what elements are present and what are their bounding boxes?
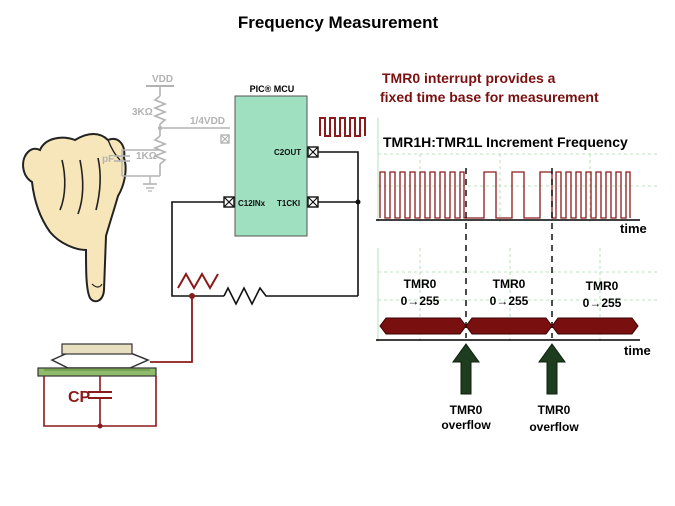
frequency-pulse-train	[379, 171, 631, 219]
cp-label: CP	[68, 389, 91, 406]
pin-c2out-label: C2OUT	[274, 148, 301, 157]
overflow-1-line-1: TMR0	[450, 403, 483, 417]
pin-t1cki	[307, 196, 319, 208]
tmr0-segment-1-range: 0→255	[401, 294, 440, 308]
sensor-trace	[150, 296, 193, 363]
triangle-wave-icon	[177, 271, 219, 291]
tmr0-segment-1-name: TMR0	[404, 277, 437, 291]
overflow-arrow-icon-1	[452, 343, 480, 395]
hand-icon	[22, 133, 127, 303]
tmr0-segment-3	[551, 317, 639, 335]
tmr0-segment-3-range: 0→255	[583, 296, 622, 310]
cap-label: pF	[102, 154, 114, 165]
parasitic-capacitor: CP	[43, 376, 157, 429]
tmr0-segment-2	[465, 317, 553, 335]
page-title: Frequency Measurement	[238, 13, 439, 32]
junction-dot	[355, 199, 361, 205]
pin-c12inx	[223, 196, 235, 208]
square-wave-icon	[319, 117, 366, 137]
annotation-line-2: fixed time base for measurement	[380, 89, 599, 105]
sensor-junction-dot	[189, 293, 195, 299]
pin-t1cki-label: T1CKI	[277, 199, 300, 208]
tmr0-segment-3-name: TMR0	[586, 279, 619, 293]
overflow-1-line-2: overflow	[441, 418, 491, 432]
overflow-arrow-icon-2	[538, 343, 566, 395]
oscillator-loop-wiring	[171, 151, 359, 306]
tmr0-segment-2-range: 0→255	[490, 294, 529, 308]
touch-sensor-pad	[37, 343, 157, 377]
overflow-2-line-2: overflow	[529, 420, 579, 434]
pin-c12inx-label: C12INx	[238, 199, 266, 208]
voltage-divider: VDD 3KΩ 1/4VDD 1KΩ pF	[102, 74, 230, 192]
vdd-label: VDD	[152, 74, 173, 85]
tmr0-segment-2-name: TMR0	[493, 277, 526, 291]
mcu-label: PIC® MCU	[250, 84, 295, 94]
annotation-line-1: TMR0 interrupt provides a	[382, 70, 556, 86]
counter-header-bg	[380, 131, 660, 151]
overflow-2-line-1: TMR0	[538, 403, 571, 417]
counter-header: TMR1H:TMR1L Increment Frequency	[383, 134, 628, 150]
pic-mcu: PIC® MCU C2OUT C12INx T1CKI	[234, 84, 308, 237]
time-label-top: time	[620, 221, 647, 236]
quarter-vdd-label: 1/4VDD	[190, 116, 225, 127]
r-top-label: 3KΩ	[132, 107, 153, 118]
tmr0-segment-1	[379, 317, 467, 335]
pin-c2out	[307, 146, 319, 158]
r-bottom-label: 1KΩ	[136, 151, 157, 162]
time-label-bottom: time	[624, 343, 651, 358]
